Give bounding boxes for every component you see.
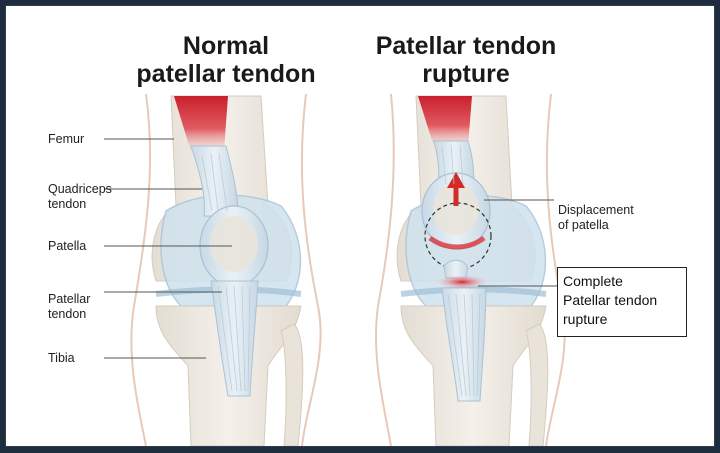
label-complete-rupture-text: Complete Patellar tendon rupture <box>563 273 658 327</box>
knee-normal <box>130 93 322 446</box>
label-displacement: Displacement of patella <box>558 188 668 233</box>
label-femur-text: Femur <box>48 132 85 146</box>
knee-rupture <box>375 93 566 446</box>
label-tibia-text: Tibia <box>48 351 75 365</box>
label-quadriceps-tendon-text: Quadriceps tendon <box>48 182 112 211</box>
label-complete-rupture-box: Complete Patellar tendon rupture <box>557 267 687 337</box>
diagram-frame: Normal patellar tendon Patellar tendon r… <box>5 5 715 447</box>
knee-illustration <box>104 93 566 446</box>
label-patella-text: Patella <box>48 239 87 253</box>
label-tibia: Tibia <box>48 351 75 366</box>
title-normal-text: Normal patellar tendon <box>136 32 316 88</box>
label-femur: Femur <box>48 132 84 147</box>
label-patellar-tendon: Patellar tendon <box>48 277 128 322</box>
label-patellar-tendon-text: Patellar tendon <box>48 292 91 321</box>
label-displacement-text: Displacement of patella <box>558 203 634 232</box>
title-rupture-text: Patellar tendon rupture <box>375 32 557 88</box>
label-quadriceps-tendon: Quadriceps tendon <box>48 167 128 212</box>
leader-lines <box>104 138 557 359</box>
title-rupture: Patellar tendon rupture <box>351 32 581 88</box>
title-normal: Normal patellar tendon <box>106 32 346 88</box>
label-patella: Patella <box>48 239 86 254</box>
